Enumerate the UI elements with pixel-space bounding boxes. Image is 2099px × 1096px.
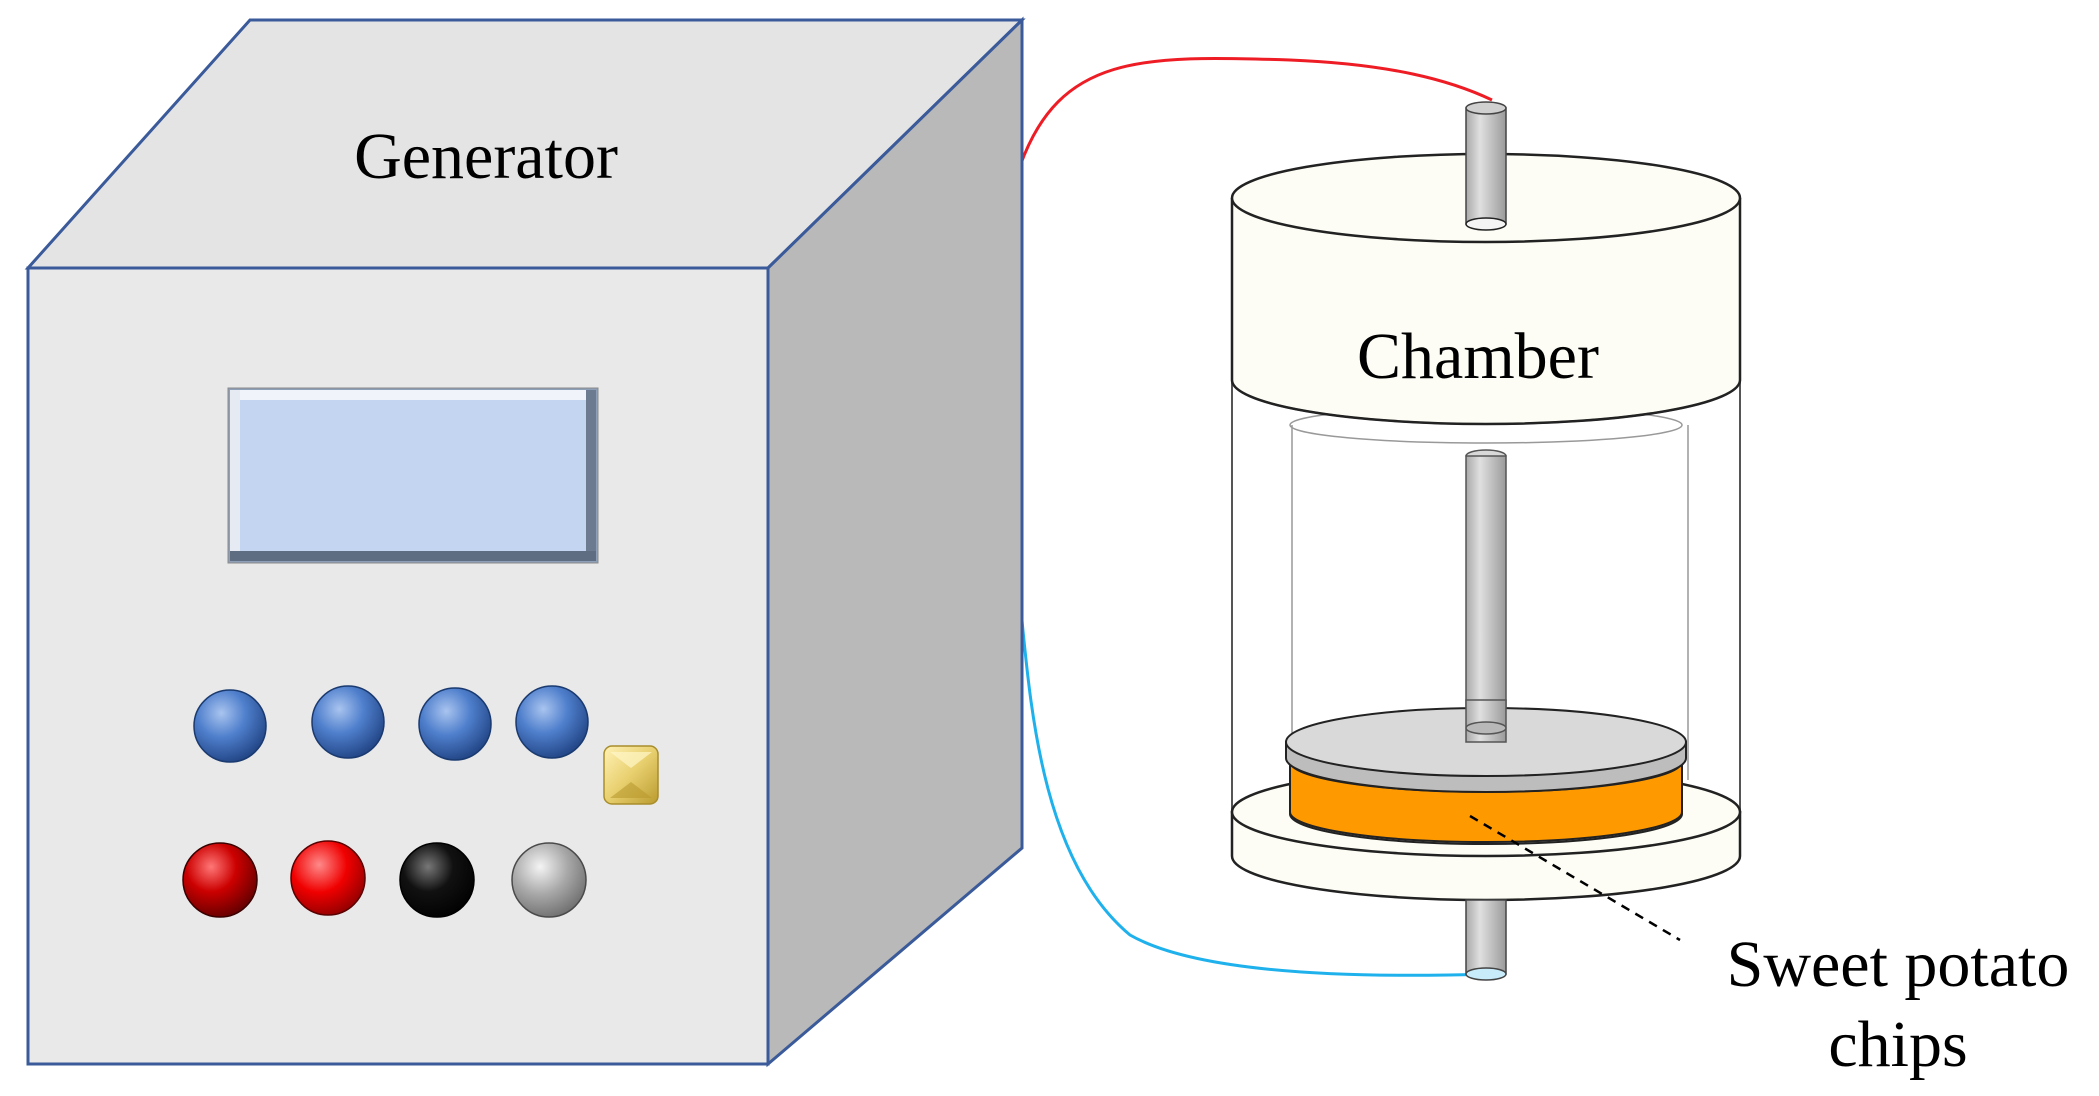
chamber-label: Chamber [1357,320,1599,393]
control-button-blue-2[interactable] [311,685,385,759]
press-plate [1285,699,1687,793]
generator-front-face [26,266,770,1066]
control-button-red-1[interactable] [182,842,258,918]
chamber-center-rod [1465,449,1507,731]
generator-display [227,387,599,564]
blue-wire [1018,599,1491,977]
generator-box [24,16,1026,1068]
sample-pointer-line [1469,814,1681,942]
chamber-bottom-port [1465,899,1507,981]
control-button-black[interactable] [399,842,475,918]
chamber [1230,101,1742,981]
red-wire [1018,56,1493,167]
control-button-blue-3[interactable] [418,687,492,761]
sample-label-line2: chips [1828,1008,1967,1081]
control-button-blue-4[interactable] [515,685,589,759]
sample-label-line1: Sweet potato [1727,928,2070,1001]
yellow-knob[interactable] [603,745,659,805]
control-button-blue-1[interactable] [193,689,267,763]
generator-label: Generator [354,120,618,193]
control-button-red-2[interactable] [290,840,366,916]
control-button-gray[interactable] [511,842,587,918]
chamber-top-port [1465,101,1507,231]
